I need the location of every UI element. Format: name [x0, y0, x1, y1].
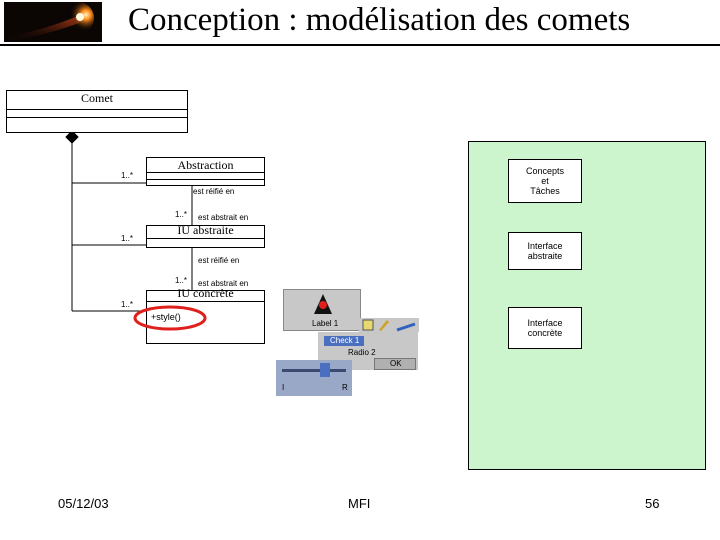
- label1-text: Label 1: [312, 319, 339, 328]
- slider-track: [282, 369, 346, 372]
- label-est-reifie-en-1: est réifié en: [193, 187, 235, 196]
- abstraction-class: Abstraction: [146, 157, 265, 186]
- box-concepts-taches: Concepts et Tâches: [508, 159, 582, 203]
- check1-box: [324, 336, 364, 346]
- ok-text: OK: [390, 359, 402, 368]
- footer-date: 05/12/03: [58, 496, 109, 511]
- concrete-line: concrète: [527, 328, 563, 338]
- check1-text: Check 1: [330, 336, 360, 345]
- box-interface-abstraite: Interface abstraite: [508, 232, 582, 270]
- abstraction-class-name: Abstraction: [177, 158, 234, 172]
- iu-abstraite-class: IU abstraite: [146, 223, 265, 248]
- label-est-abstrait-en-1: est abstrait en: [198, 213, 249, 222]
- class-separator: [147, 301, 264, 302]
- multiplicity-abstraction: 1..*: [121, 171, 134, 180]
- concepts-line: Concepts: [525, 166, 565, 176]
- class-separator: [147, 179, 264, 180]
- box-interface-concrete: Interface concrète: [508, 307, 582, 349]
- class-separator: [7, 109, 187, 110]
- multiplicity-assoc-1: 1..*: [175, 210, 188, 219]
- comet-class: Comet: [6, 90, 188, 133]
- ok-button: OK: [374, 358, 416, 370]
- class-separator: [7, 117, 187, 118]
- interface-line: Interface: [527, 241, 563, 251]
- toolbar-widget-sample: [359, 318, 419, 332]
- toolbar-icons: [362, 319, 416, 332]
- interface-line: Interface: [527, 318, 563, 328]
- label-est-abstrait-en-2: est abstrait en: [198, 279, 249, 288]
- page-number: 56: [645, 496, 660, 511]
- comet-class-name: Comet: [81, 91, 113, 105]
- model-panel: [468, 141, 706, 470]
- radio2-text: Radio 2: [348, 348, 376, 357]
- slider-thumb: [320, 363, 330, 377]
- multiplicity-iu-concrete: 1..*: [121, 300, 134, 309]
- class-separator: [147, 238, 264, 239]
- iu-abstraite-class-name: IU abstraite: [177, 223, 234, 237]
- page-title: Conception : modélisation des comets: [128, 2, 631, 38]
- et-line: et: [541, 176, 549, 186]
- slider-left-label: I: [282, 383, 285, 392]
- footer-center: MFI: [348, 496, 371, 511]
- iu-concrete-class-name: IU concrète: [177, 286, 234, 300]
- title-divider: [0, 44, 720, 46]
- class-separator: [147, 172, 264, 173]
- multiplicity-iu-abstraite: 1..*: [121, 234, 134, 243]
- style-method: +style(): [151, 312, 181, 322]
- abstraite-line: abstraite: [527, 251, 563, 261]
- highlight-ellipse: [133, 305, 207, 331]
- taches-line: Tâches: [530, 186, 560, 196]
- duke-icon: [314, 294, 332, 314]
- label-widget-sample: Label 1: [283, 289, 361, 331]
- label-est-reifie-en-2: est réifié en: [198, 256, 240, 265]
- slider-right-label: R: [342, 383, 348, 392]
- slider-widget-sample: I R: [276, 360, 352, 396]
- multiplicity-assoc-2: 1..*: [175, 276, 188, 285]
- comet-logo: [4, 2, 102, 42]
